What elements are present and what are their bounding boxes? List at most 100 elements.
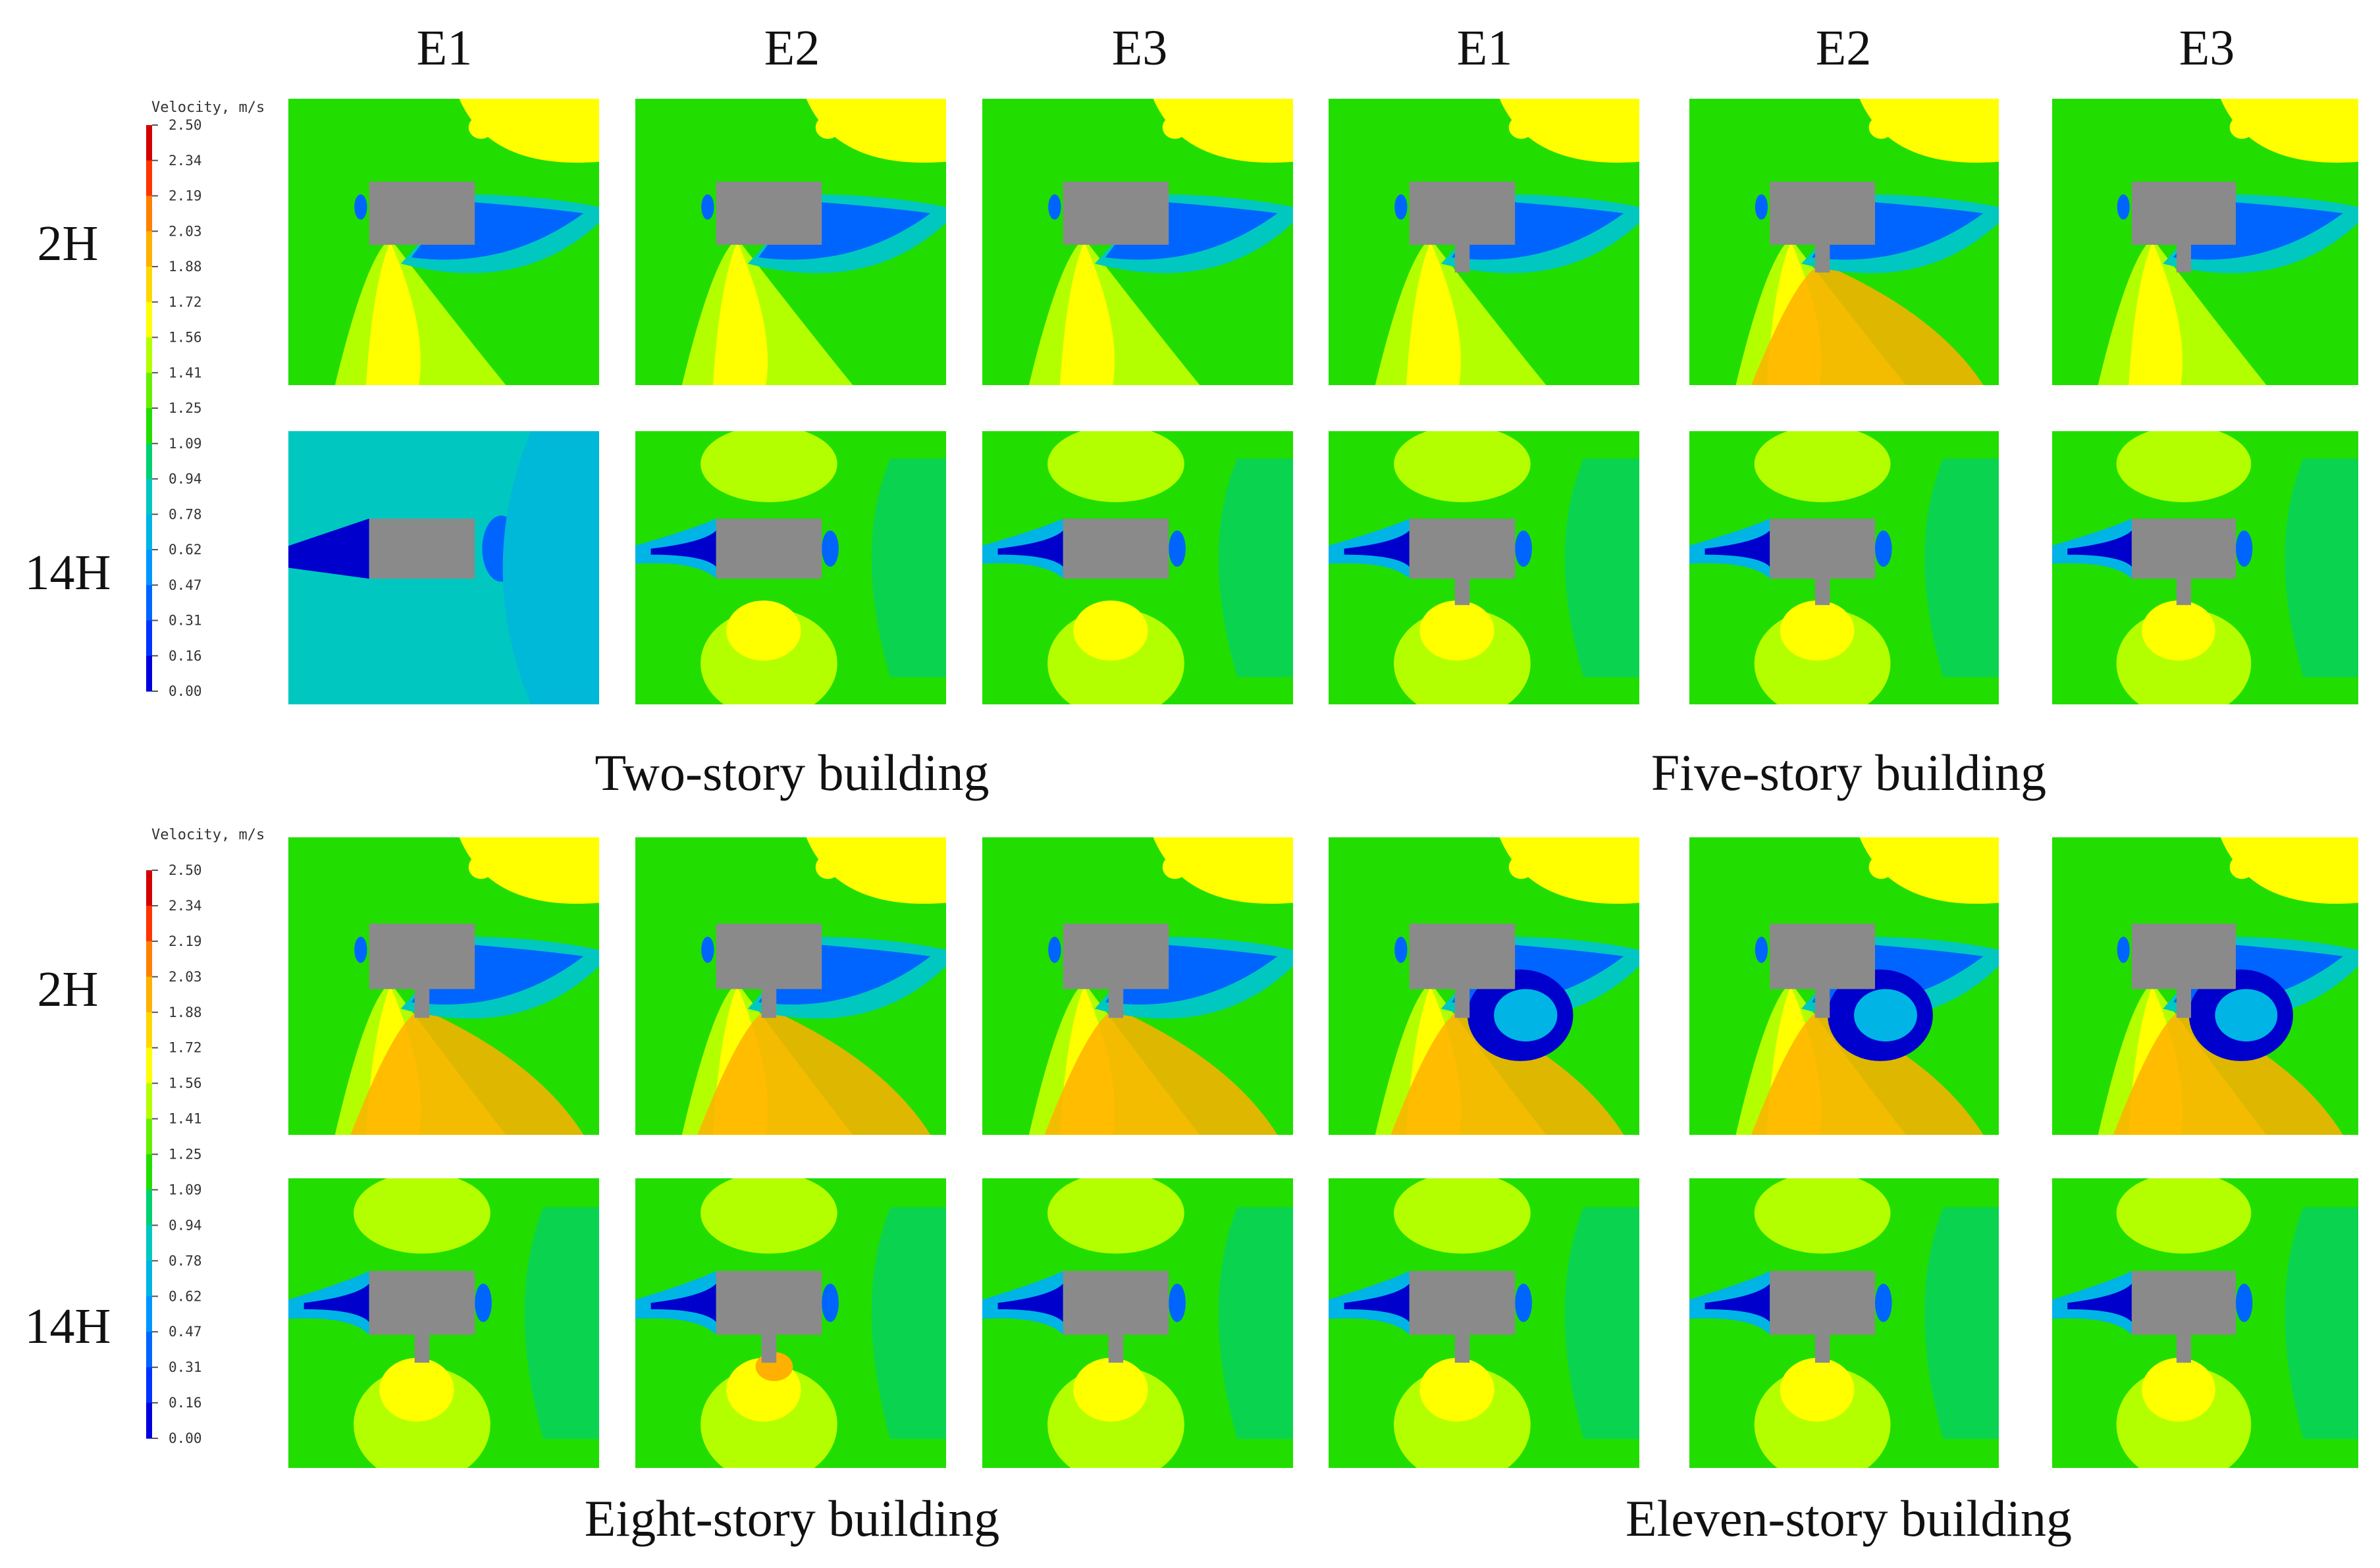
contour-panel	[2052, 837, 2358, 1135]
high-velocity-zone	[815, 855, 841, 879]
column-header-e2-b: E2	[1816, 20, 1871, 76]
acceleration-zone	[2142, 600, 2215, 661]
stagnation-region	[2236, 531, 2253, 567]
contour-panel	[288, 837, 599, 1135]
colorbar-segment	[146, 656, 152, 692]
stagnation-region	[1169, 1284, 1186, 1322]
recirculation-core	[2215, 989, 2278, 1042]
building-footprint	[1770, 182, 1875, 245]
downstream-region	[2285, 458, 2358, 677]
high-velocity-zone	[1868, 116, 1894, 139]
building-footprint	[1063, 1270, 1169, 1335]
contour-panels	[288, 99, 2358, 1468]
stagnation-region	[1394, 936, 1408, 963]
acceleration-zone	[1419, 1357, 1494, 1422]
colorbar-tick-label: 2.50	[169, 862, 202, 878]
building-footprint	[1770, 1270, 1875, 1335]
contour-panel	[1689, 1178, 1999, 1468]
building-footprint	[1770, 518, 1875, 579]
colorbar-segment	[146, 905, 152, 942]
colorbar-tick-label: 2.03	[169, 223, 202, 239]
colorbar-segment	[146, 1332, 152, 1368]
high-velocity-zone	[1153, 99, 1293, 163]
acceleration-zone	[2142, 1357, 2215, 1422]
building-footprint	[2131, 518, 2236, 579]
colorbar-tick-label: 0.00	[169, 1430, 202, 1446]
contour-panel	[1329, 837, 1639, 1135]
colorbar-segment	[146, 1118, 152, 1155]
wake-region	[1344, 531, 1410, 567]
column-header-e1-b: E1	[1457, 20, 1512, 76]
colorbar-tick-label: 2.19	[169, 933, 202, 949]
colorbar-segment	[146, 1154, 152, 1191]
building-footprint	[1409, 1270, 1516, 1335]
high-velocity-zone	[815, 116, 841, 139]
colorbar-tick-label: 0.94	[169, 471, 202, 487]
acceleration-zone	[2116, 1178, 2252, 1254]
building-footprint	[716, 1270, 822, 1335]
contour-panel	[635, 99, 946, 385]
colorbars: Velocity, m/s2.502.342.192.031.881.721.5…	[146, 99, 265, 1446]
wake-region	[304, 1284, 369, 1322]
downstream-region	[524, 1207, 599, 1439]
building-footprint	[1063, 182, 1169, 245]
building-wing	[2176, 1334, 2192, 1363]
high-velocity-zone	[2229, 855, 2254, 879]
stagnation-region	[1169, 531, 1186, 567]
contour-panel	[982, 1178, 1293, 1468]
wake-region	[2067, 1284, 2132, 1322]
colorbar-tick-label: 0.62	[169, 542, 202, 558]
contour-panel	[288, 99, 599, 385]
colorbar-top: Velocity, m/s2.502.342.192.031.881.721.5…	[146, 99, 265, 699]
building-footprint	[1063, 924, 1169, 989]
acceleration-zone	[354, 1178, 490, 1254]
high-velocity-zone	[2220, 837, 2358, 904]
acceleration-zone	[1754, 431, 1891, 502]
group-captions: Two-story building Five-story building E…	[585, 744, 2072, 1547]
wake-region	[288, 518, 369, 579]
acceleration-zone	[1394, 431, 1531, 502]
colorbar-tick-label: 1.25	[169, 1147, 202, 1163]
column-header-e2-a: E2	[764, 20, 820, 76]
downstream-region	[1564, 1207, 1639, 1439]
stagnation-region	[1394, 194, 1408, 220]
high-velocity-zone	[2229, 116, 2254, 139]
building-footprint	[2131, 1270, 2236, 1335]
downstream-region	[1564, 458, 1639, 677]
building-footprint	[1770, 924, 1875, 989]
colorbar-segment	[146, 479, 152, 515]
colorbar-segment	[146, 196, 152, 232]
contour-panel	[288, 1178, 599, 1468]
building-wing	[1814, 1334, 1830, 1363]
stagnation-region	[822, 531, 839, 567]
wake-region	[997, 531, 1063, 567]
colorbar-segment	[146, 231, 152, 267]
row-labels: 2H 14H 2H 14H	[25, 216, 111, 1354]
acceleration-zone	[1047, 1178, 1184, 1254]
colorbar-segment	[146, 1225, 152, 1261]
building-footprint	[369, 924, 475, 989]
wake-region	[650, 531, 716, 567]
acceleration-zone	[697, 1008, 931, 1135]
high-velocity-zone	[1153, 837, 1293, 904]
acceleration-zone	[1754, 1178, 1891, 1254]
building-footprint	[369, 1270, 475, 1335]
building-wing	[1814, 988, 1830, 1018]
downstream-region	[1218, 1207, 1293, 1439]
high-velocity-zone	[1859, 99, 1999, 163]
column-header-e3-b: E3	[2179, 20, 2235, 76]
colorbar-segment	[146, 1296, 152, 1332]
building-wing	[1814, 244, 1830, 273]
colorbar-tick-label: 0.62	[169, 1288, 202, 1304]
downstream-region	[871, 1207, 946, 1439]
colorbar-segment	[146, 1261, 152, 1297]
downstream-region	[1924, 1207, 1999, 1439]
caption-eight-story: Eight-story building	[585, 1490, 999, 1547]
row-label-2h-bottom: 2H	[38, 962, 99, 1017]
wake-region	[650, 1284, 716, 1322]
wake-region	[1344, 1284, 1410, 1322]
high-velocity-zone	[1162, 855, 1188, 879]
building-footprint	[716, 924, 822, 989]
colorbar-tick-label: 1.41	[169, 365, 202, 380]
column-headers: E1 E2 E3 E1 E2 E3	[417, 20, 2235, 76]
